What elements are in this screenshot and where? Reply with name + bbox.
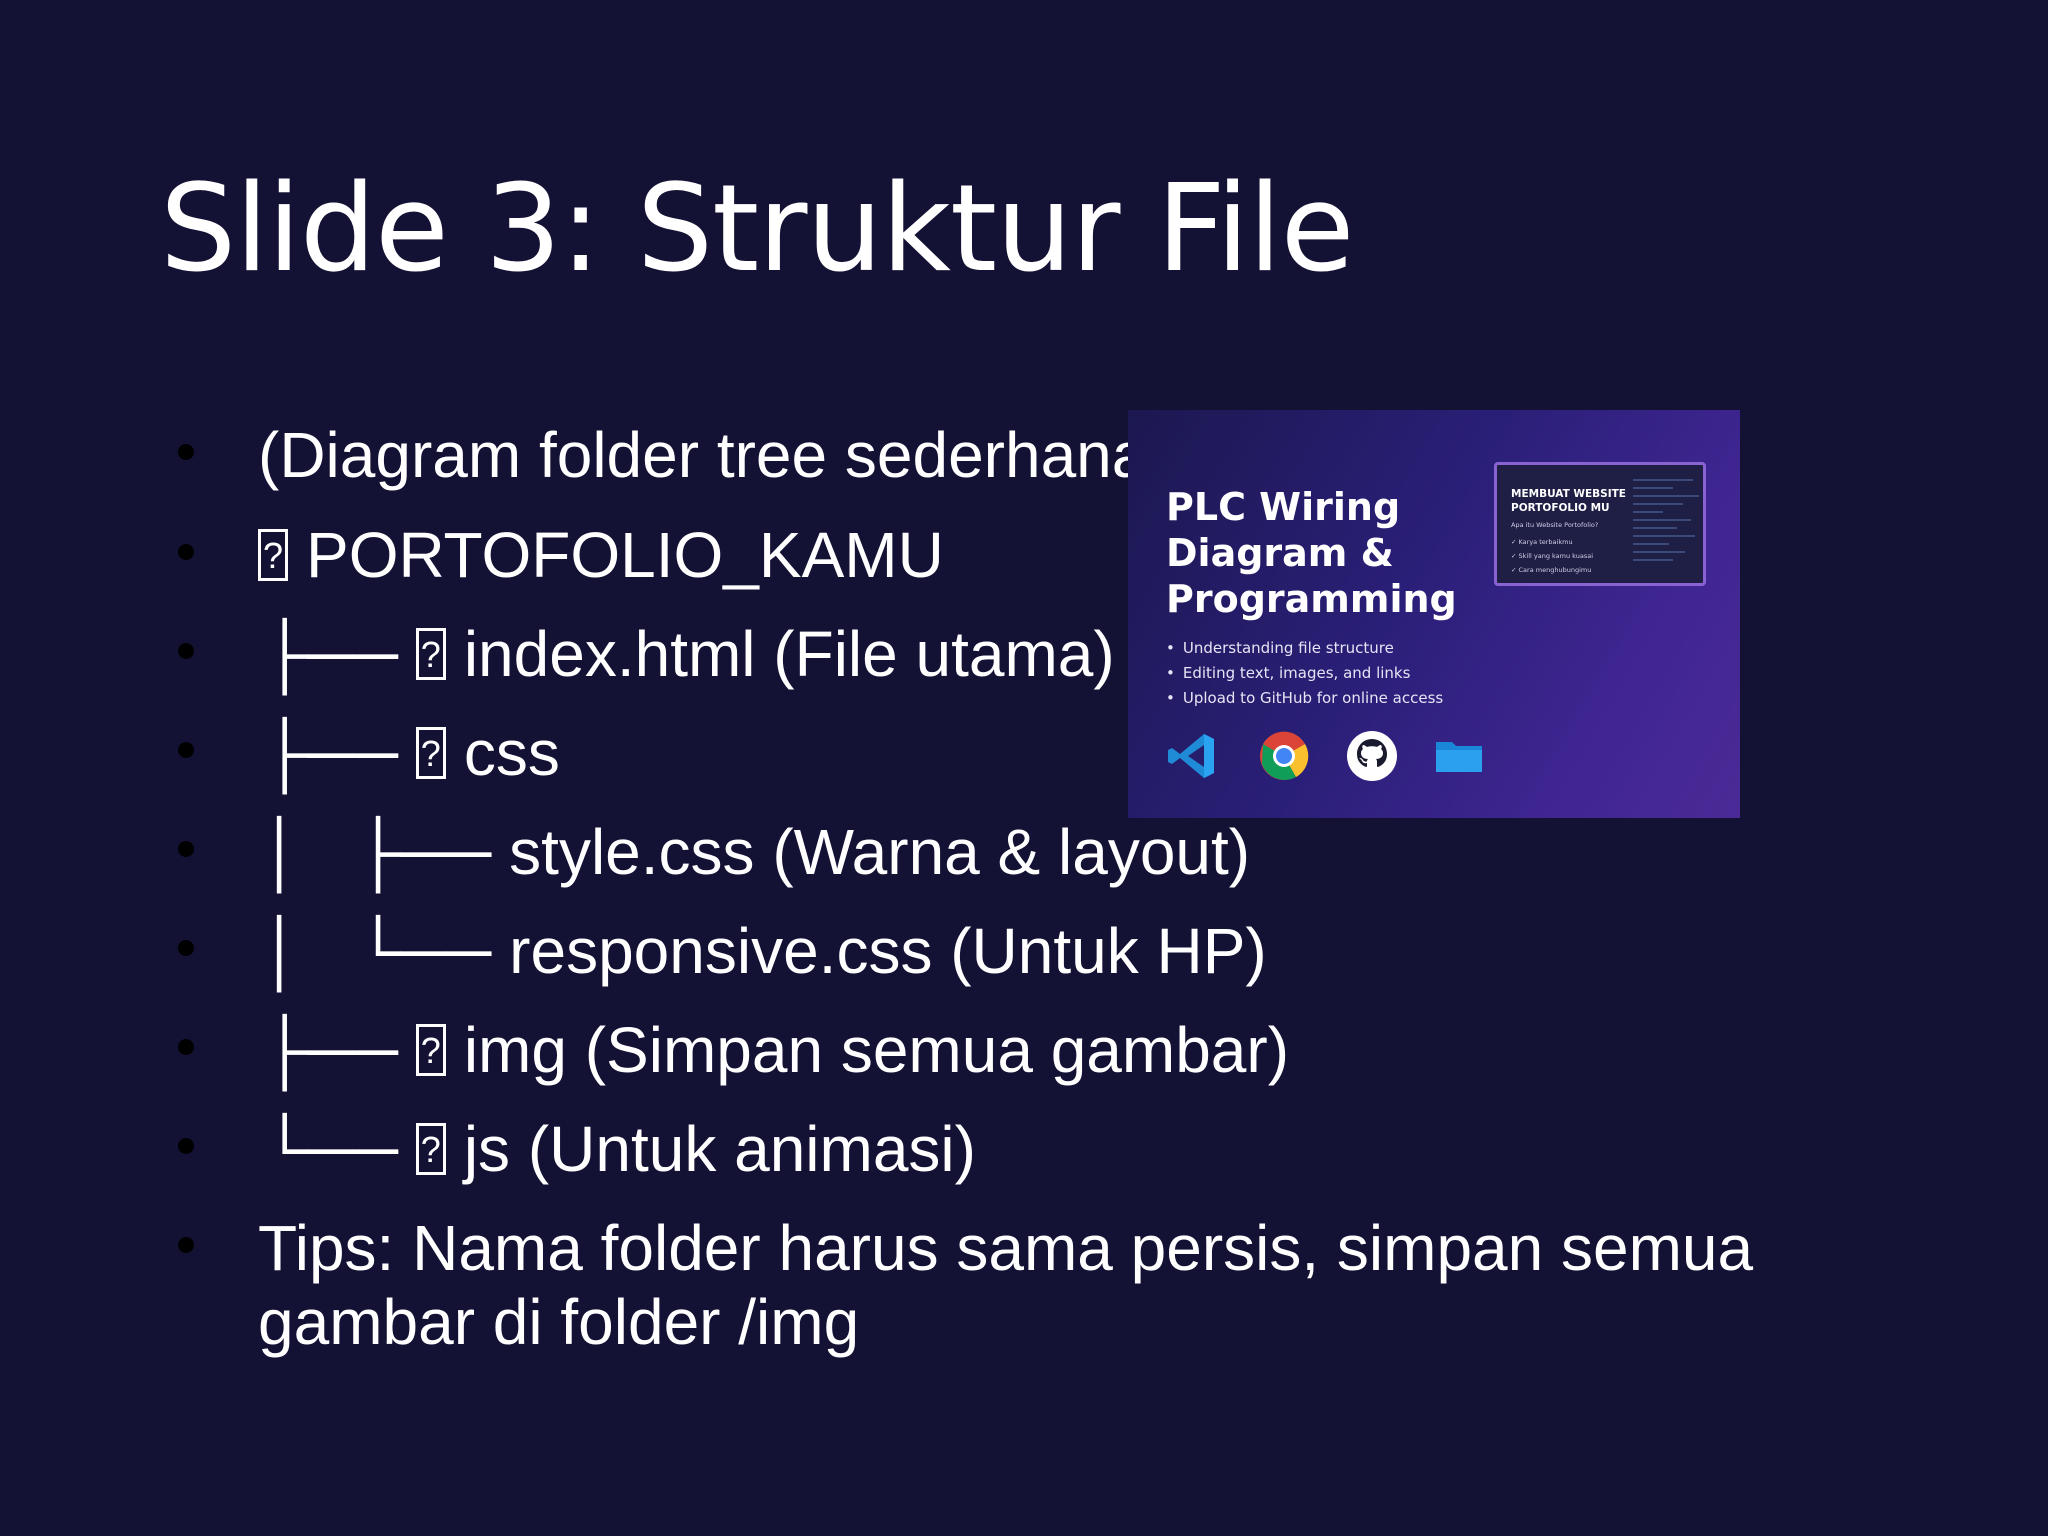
list-item: Upload to GitHub for online access — [1166, 686, 1443, 711]
bullet-text: │ ├── style.css (Warna & layout) — [262, 816, 1251, 888]
folder-icon — [1436, 742, 1482, 772]
bullet-dot — [178, 1237, 194, 1253]
bullet-text: Tips: Nama folder harus sama persis, sim… — [258, 1212, 1754, 1358]
list-item: └── js (Untuk animasi) — [0, 1112, 2048, 1202]
bullet-dot — [178, 544, 194, 560]
thumbnail-title: PLC Wiring Diagram & Programming — [1166, 485, 1457, 621]
bullet-dot — [178, 444, 194, 460]
bullet-text: ├── index.html (File utama) — [262, 617, 1115, 691]
missing-glyph-icon — [258, 529, 288, 581]
thumbnail-points: Understanding file structure Editing tex… — [1166, 636, 1443, 711]
bullet-text: ├── img (Simpan semua gambar) — [262, 1013, 1289, 1087]
mini-subheading: Apa itu Website Portofolio? — [1511, 521, 1599, 529]
bullet-text: (Diagram folder tree sederhana — [258, 419, 1148, 491]
list-item: (Diagram folder tree sederhana — [0, 418, 2048, 508]
list-item: Karya terbaikmu — [1511, 535, 1593, 549]
list-item: Cara menghubungimu — [1511, 563, 1593, 577]
chrome-icon — [1260, 731, 1309, 780]
list-item: │ └── responsive.css (Untuk HP) — [0, 914, 2048, 1004]
list-item: ├── css — [0, 716, 2048, 806]
bullet-text: │ └── responsive.css (Untuk HP) — [262, 915, 1267, 987]
missing-glyph-icon — [415, 628, 446, 680]
code-preview — [1633, 473, 1703, 573]
github-icon — [1347, 731, 1397, 781]
bullet-dot — [178, 940, 194, 956]
bullet-dot — [178, 643, 194, 659]
list-item: Understanding file structure — [1166, 636, 1443, 661]
list-item: Skill yang kamu kuasai — [1511, 549, 1594, 563]
video-thumbnail: PLC Wiring Diagram & Programming Underst… — [1128, 410, 1740, 818]
bullet-dot — [178, 742, 194, 758]
missing-glyph-icon — [415, 1123, 446, 1175]
list-item: Tips: Nama folder harus sama persis, sim… — [0, 1211, 2048, 1371]
vscode-icon — [1168, 734, 1214, 778]
slide-title: Slide 3: Struktur File — [160, 160, 1354, 299]
mini-heading: MEMBUAT WEBSITE PORTOFOLIO MU — [1511, 488, 1626, 514]
list-item: PORTOFOLIO_KAMU — [0, 518, 2048, 608]
bullet-text: ├── css — [262, 716, 560, 790]
bullet-dot — [178, 841, 194, 857]
bullet-text: PORTOFOLIO_KAMU — [258, 518, 944, 592]
list-item: ├── img (Simpan semua gambar) — [0, 1013, 2048, 1103]
bullet-dot — [178, 1138, 194, 1154]
bullet-text: └── js (Untuk animasi) — [262, 1112, 976, 1186]
list-item: │ ├── style.css (Warna & layout) — [0, 815, 2048, 905]
bullet-dot — [178, 1039, 194, 1055]
list-item: Editing text, images, and links — [1166, 661, 1443, 686]
mini-list: Karya terbaikmu Skill yang kamu kuasai C… — [1511, 535, 1594, 577]
missing-glyph-icon — [415, 1024, 446, 1076]
list-item: ├── index.html (File utama) — [0, 617, 2048, 707]
mini-slide-preview: MEMBUAT WEBSITE PORTOFOLIO MU Apa itu We… — [1494, 462, 1706, 586]
missing-glyph-icon — [415, 727, 446, 779]
